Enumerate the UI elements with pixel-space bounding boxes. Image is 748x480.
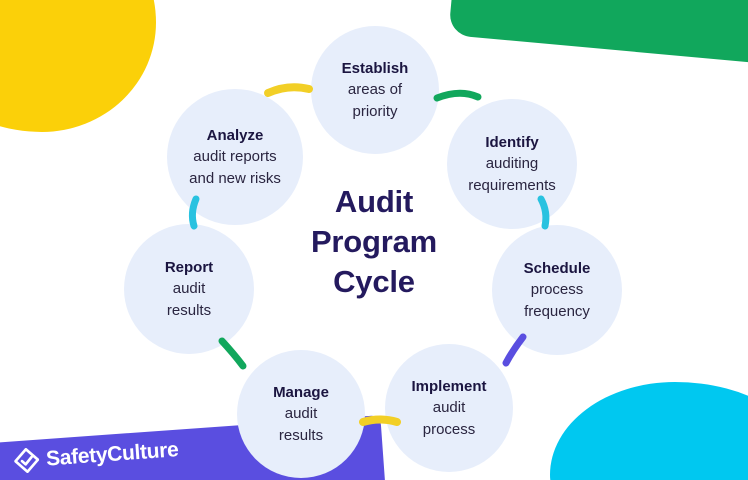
cycle-node-report-line-1: audit <box>172 280 206 298</box>
cycle-node-analyze-title: Analyze <box>206 127 264 145</box>
cycle-node-analyze-line-2: and new risks <box>189 169 281 187</box>
cycle-node-implement-title: Implement <box>411 378 487 396</box>
cycle-node-schedule-line-2: frequency <box>524 302 590 320</box>
cycle-node-establish-line-2: priority <box>352 102 398 120</box>
cycle-node-identify-line-1: auditing <box>485 155 539 173</box>
cycle-node-manage-title: Manage <box>273 384 329 402</box>
cycle-node-manage-line-2: results <box>278 426 324 444</box>
cycle-node-manage-line-1: audit <box>284 405 318 423</box>
cycle-node-schedule[interactable]: Schedule process frequency <box>492 225 622 355</box>
decor-cyan-blob <box>550 382 748 480</box>
connector-analyze-establish <box>264 83 313 97</box>
diagram-title-line-3: Cycle <box>333 263 415 299</box>
cycle-node-schedule-line-1: process <box>530 281 584 299</box>
decor-green-bar <box>448 0 748 65</box>
cycle-node-establish[interactable]: Establish areas of priority <box>311 26 439 154</box>
cycle-node-report-title: Report <box>164 259 214 277</box>
cycle-node-identify[interactable]: Identify auditing requirements <box>447 99 577 229</box>
cycle-node-analyze[interactable]: Analyze audit reports and new risks <box>167 89 303 225</box>
cycle-node-establish-title: Establish <box>341 60 409 78</box>
diagram-title: Audit Program Cycle <box>244 182 504 302</box>
cycle-node-implement-line-2: process <box>422 420 476 438</box>
diagram-title-line-1: Audit <box>334 184 414 220</box>
cycle-node-analyze-line-1: audit reports <box>193 148 277 166</box>
connector-establish-identify <box>433 89 482 102</box>
cycle-node-report-line-2: results <box>166 301 212 319</box>
cycle-node-implement-line-1: audit <box>432 399 466 417</box>
cycle-node-schedule-title: Schedule <box>523 260 591 278</box>
cycle-node-implement[interactable]: Implement audit process <box>385 344 513 472</box>
cycle-node-identify-line-2: requirements <box>468 176 556 194</box>
diagram-title-line-2: Program <box>310 224 438 260</box>
cycle-node-establish-line-1: areas of <box>347 81 403 99</box>
cycle-node-identify-title: Identify <box>485 134 539 152</box>
safetyculture-check-diamond-icon <box>14 447 40 474</box>
cycle-node-manage[interactable]: Manage audit results <box>237 350 365 478</box>
cycle-node-report[interactable]: Report audit results <box>124 224 254 354</box>
brand-logo: SafetyCulture <box>13 437 179 474</box>
connector-manage-report <box>218 337 247 370</box>
decor-yellow-blob <box>0 0 156 132</box>
